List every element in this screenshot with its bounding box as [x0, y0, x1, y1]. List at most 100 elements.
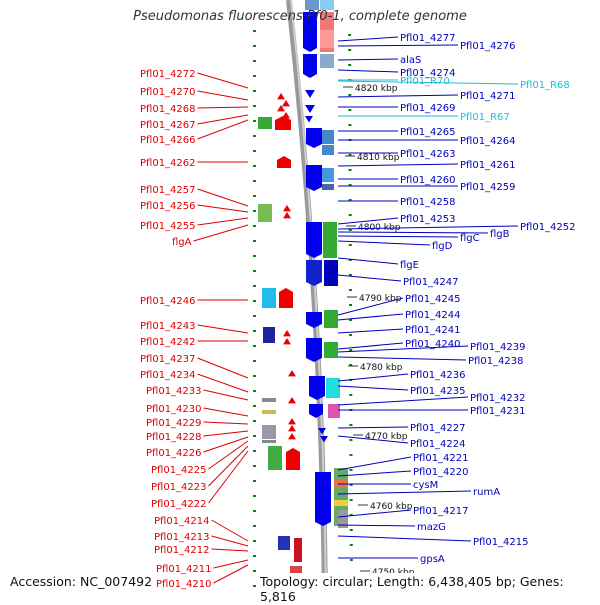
gene-block	[322, 168, 334, 182]
left-tick	[253, 510, 256, 512]
reverse-gene-arrow	[305, 116, 313, 123]
left-tick	[253, 480, 256, 482]
left-gene-label: Pfl01_4266	[140, 135, 196, 146]
rna-gene-label: Pfl01_R67	[460, 112, 510, 123]
right-tick	[349, 544, 353, 546]
right-tick	[349, 514, 353, 516]
right-tick	[349, 499, 353, 501]
scale-marker: 4770 kbp	[365, 432, 408, 442]
left-gene-label: flgA	[172, 237, 192, 248]
map-title: Pseudomonas fluorescens Pf0-1, complete …	[133, 9, 467, 24]
left-gene-label: Pfl01_4257	[140, 185, 196, 196]
right-tick	[349, 304, 352, 306]
left-gene-label: Pfl01_4213	[154, 532, 210, 543]
forward-gene-arrow	[283, 205, 291, 212]
forward-gene-arrow	[288, 418, 296, 425]
right-gene-label: gpsA	[420, 554, 445, 565]
left-tick	[253, 30, 256, 32]
right-gene-label: Pfl01_4241	[405, 325, 461, 336]
scale-marker: 4760 kbp	[370, 502, 413, 512]
left-tick	[253, 240, 256, 242]
left-tick	[253, 450, 256, 452]
left-gene-label: Pfl01_4230	[146, 404, 202, 415]
gene-block	[324, 310, 338, 328]
right-gene-leader	[337, 328, 404, 334]
left-tick	[253, 180, 256, 182]
right-tick	[349, 529, 353, 531]
left-gene-label: Pfl01_4234	[140, 370, 196, 381]
gene-block	[320, 0, 334, 10]
right-gene-label: Pfl01_4265	[400, 127, 456, 138]
right-tick	[348, 64, 352, 66]
right-gene-leader	[337, 297, 404, 316]
right-gene-label: Pfl01_4258	[400, 197, 456, 208]
right-gene-label: Pfl01_4227	[410, 423, 466, 434]
left-gene-label: Pfl01_4211	[156, 564, 212, 575]
left-tick	[253, 555, 256, 557]
right-tick	[348, 244, 352, 246]
right-tick	[349, 559, 353, 561]
right-gene-label: Pfl01_4252	[520, 222, 576, 233]
right-gene-leader	[337, 163, 459, 167]
right-tick	[348, 94, 352, 96]
right-gene-leader	[337, 396, 469, 406]
left-gene-leader	[197, 357, 249, 379]
left-gene-leader	[211, 535, 249, 547]
left-gene-leader	[197, 114, 249, 125]
left-gene-label: Pfl01_4242	[140, 337, 196, 348]
right-gene-label: Pfl01_4215	[473, 537, 529, 548]
left-tick	[253, 210, 256, 212]
left-gene-label: Pfl01_4272	[140, 69, 196, 80]
right-gene-label: Pfl01_4238	[468, 356, 524, 367]
reverse-gene-arrow	[320, 436, 328, 443]
gene-block	[278, 536, 290, 550]
right-gene-label: flgC	[460, 233, 480, 244]
left-gene-label: Pfl01_4212	[154, 545, 210, 556]
left-tick	[253, 465, 256, 467]
forward-gene-arrow	[288, 433, 296, 440]
right-gene-label: Pfl01_4245	[405, 294, 461, 305]
right-gene-label: cysM	[413, 480, 438, 491]
right-gene-label: Pfl01_4274	[400, 68, 456, 79]
right-gene-leader	[337, 313, 404, 321]
right-tick	[348, 289, 352, 291]
left-gene-leader	[203, 407, 249, 417]
right-gene-leader	[337, 470, 412, 477]
right-tick	[349, 439, 353, 441]
left-gene-leader	[211, 519, 249, 542]
left-gene-label: Pfl01_4210	[156, 579, 212, 590]
right-gene-label: mazG	[417, 522, 446, 533]
right-gene-label: Pfl01_4231	[470, 406, 526, 417]
left-tick	[253, 90, 256, 92]
right-tick	[348, 124, 352, 126]
gene-block	[324, 260, 338, 286]
rna-gene-label: Pfl01_R70	[400, 76, 450, 87]
left-tick	[253, 300, 256, 302]
forward-gene-arrow	[288, 425, 296, 432]
right-gene-leader	[337, 44, 459, 47]
right-gene-leader	[337, 345, 469, 353]
gene-block	[320, 54, 334, 68]
reverse-gene-arrow	[309, 404, 323, 418]
right-gene-leader	[337, 385, 409, 391]
right-tick	[349, 364, 353, 366]
left-tick	[253, 540, 256, 542]
left-gene-label: Pfl01_4225	[151, 465, 207, 476]
left-gene-leader	[203, 421, 249, 425]
forward-gene-arrow	[282, 100, 290, 107]
forward-gene-arrow	[279, 288, 293, 308]
reverse-gene-arrow	[305, 90, 315, 98]
left-gene-leader	[197, 324, 249, 334]
right-gene-label: flgD	[432, 241, 453, 252]
right-gene-leader	[337, 373, 409, 382]
right-gene-label: Pfl01_4236	[410, 370, 466, 381]
left-gene-label: Pfl01_4233	[146, 386, 202, 397]
left-tick	[253, 345, 256, 347]
gene-block	[323, 222, 337, 258]
left-tick	[253, 570, 256, 572]
gene-block	[268, 446, 282, 470]
reverse-gene-arrow	[306, 312, 322, 328]
left-tick	[253, 225, 256, 227]
right-gene-leader	[337, 356, 467, 361]
right-gene-leader	[337, 490, 472, 495]
